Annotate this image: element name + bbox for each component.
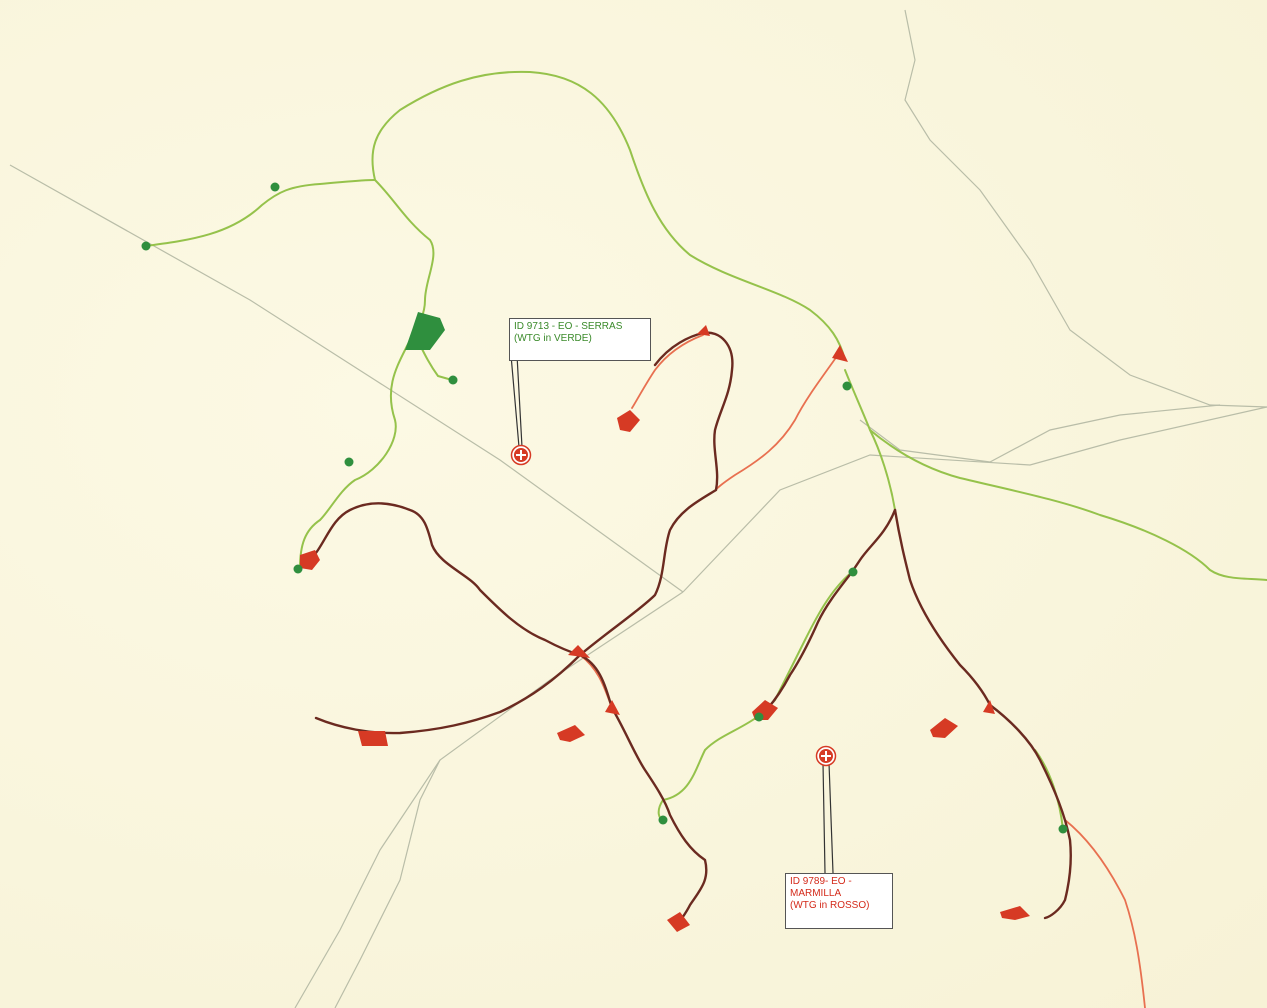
serras-callout: ID 9713 - EO - SERRAS (WTG in VERDE): [509, 318, 651, 361]
green-road: [1034, 749, 1064, 831]
dark-road: [766, 570, 854, 710]
red-platform-icon: [832, 345, 848, 362]
marmilla-callout-line2: MARMILLA: [790, 888, 842, 899]
red-platform-icon: [358, 731, 388, 746]
callout-leaders: [510, 354, 834, 874]
boundary-line: [334, 759, 441, 1008]
red-road: [1064, 819, 1146, 1008]
marmilla-callout: ID 9789- EO - MARMILLA (WTG in ROSSO): [785, 873, 893, 929]
dark-road: [578, 653, 708, 927]
green-platform-icon: [405, 312, 445, 350]
green-dot-icon: [344, 457, 354, 467]
green-dot-icon: [293, 564, 303, 574]
boundary-lines: [9, 9, 1267, 1008]
red-platform-icon: [557, 725, 585, 742]
marmilla-leader-line: [822, 762, 834, 874]
dark-road: [308, 502, 582, 657]
boundary-line: [294, 591, 684, 1008]
dark-road-network: [308, 331, 1072, 927]
red-platform-icon: [697, 325, 710, 336]
green-dot-icon: [754, 712, 764, 722]
turbine-platforms: [300, 312, 1030, 932]
serras-leader-line: [510, 354, 523, 448]
red-platform-icon: [568, 645, 590, 658]
green-road: [419, 344, 453, 381]
green-dot-icon: [848, 567, 858, 577]
green-road-network: [145, 70, 1267, 831]
green-road: [759, 571, 853, 716]
green-road: [299, 179, 435, 569]
green-road: [371, 70, 846, 361]
green-road: [145, 179, 376, 247]
green-road: [869, 429, 1267, 581]
red-road: [715, 351, 841, 491]
red-platform-icon: [617, 410, 640, 432]
dark-road: [850, 508, 897, 575]
marmilla-callout-line3: (WTG in ROSSO): [790, 900, 870, 911]
red-platform-icon: [667, 912, 690, 932]
red-road: [631, 334, 704, 409]
boundary-line: [9, 164, 684, 593]
green-dot-icon: [842, 381, 852, 391]
boundary-line: [682, 406, 1267, 593]
serras-callout-line1: ID 9713 - EO - SERRAS: [514, 321, 623, 332]
green-dot-icon: [658, 815, 668, 825]
green-dot-icon: [1058, 824, 1068, 834]
red-road: [579, 654, 613, 709]
green-dot-icon: [270, 182, 280, 192]
boundary-line: [904, 9, 1267, 408]
green-road: [657, 714, 761, 821]
dark-road: [314, 653, 582, 735]
green-points: [141, 182, 1068, 834]
green-dot-icon: [141, 241, 151, 251]
circled-plus-icon[interactable]: [815, 745, 837, 767]
red-platform-icon: [1000, 906, 1030, 920]
red-platform-icon: [300, 550, 320, 570]
red-platform-icon: [983, 700, 995, 714]
dark-road: [893, 508, 1072, 920]
red-platform-icon: [605, 700, 620, 715]
red-platform-icon: [930, 718, 958, 738]
serras-callout-line2: (WTG in VERDE): [514, 333, 592, 344]
circled-plus-icon[interactable]: [510, 444, 532, 466]
green-dot-icon: [448, 375, 458, 385]
marmilla-callout-line1: ID 9789- EO -: [790, 876, 852, 887]
boundary-line: [859, 404, 1221, 463]
dark-road: [578, 331, 734, 657]
